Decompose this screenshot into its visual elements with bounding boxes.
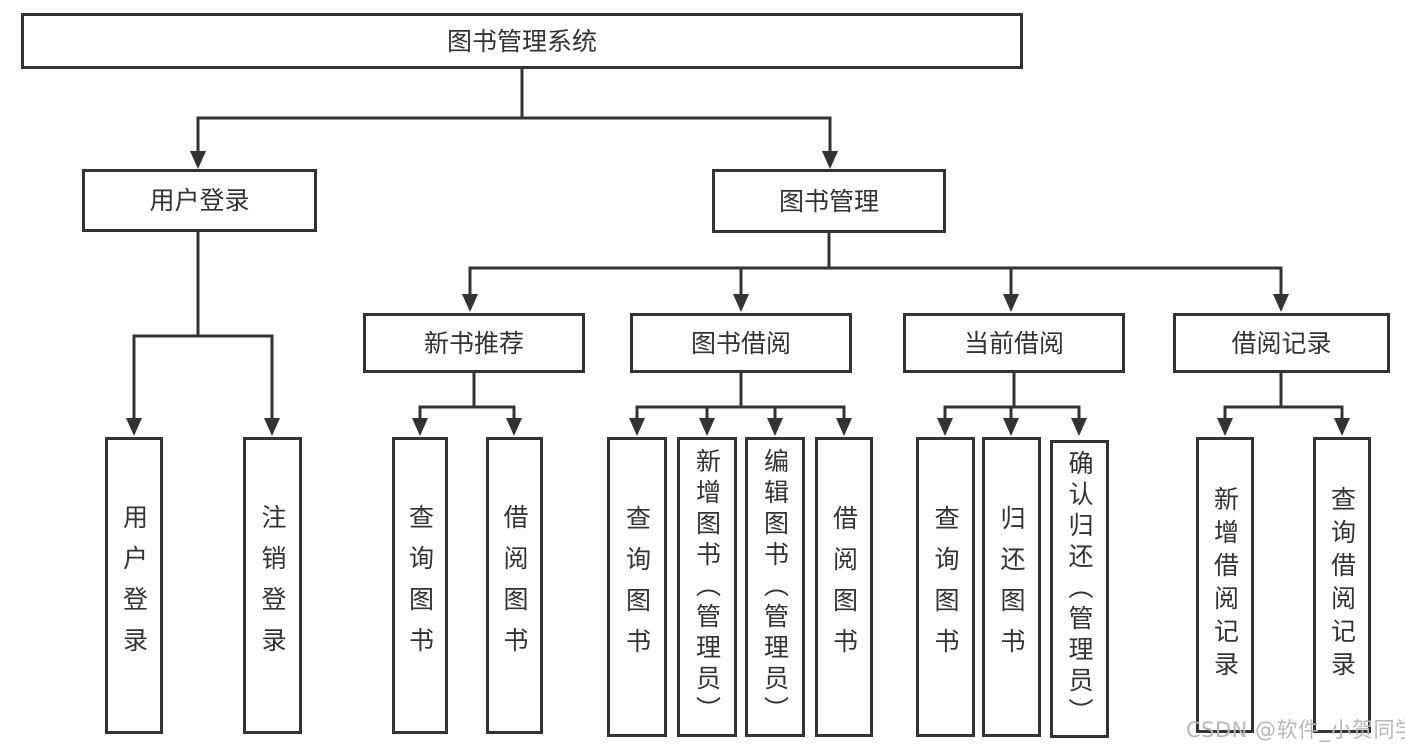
leaf-records-query-record: 查询借阅记录 (1313, 437, 1371, 733)
leaf-label: 查询图书 (622, 505, 652, 669)
arrow-down-icon (412, 418, 428, 436)
node-label: 图书借阅 (690, 328, 791, 358)
leaf-user-login: 用户登录 (105, 437, 163, 734)
leaf-label: 借阅图书 (500, 503, 529, 668)
node-label: 图书管理 (778, 186, 879, 216)
node-label: 新书推荐 (423, 328, 524, 358)
leaf-current-confirm-return-admin: 确认归还（管理员） (1050, 440, 1109, 738)
arrow-down-icon (1334, 418, 1350, 436)
leaf-label: 查询图书 (931, 505, 960, 669)
node-label: 当前借阅 (963, 328, 1064, 358)
leaf-logout-login: 注销登录 (243, 437, 302, 734)
leaf-label: 注销登录 (258, 503, 287, 668)
leaf-label: 新增借阅记录 (1210, 486, 1240, 684)
arrow-down-icon (1071, 418, 1087, 436)
node-borrow-records: 借阅记录 (1173, 313, 1390, 373)
arrow-down-icon (767, 418, 783, 436)
leaf-label: 查询图书 (405, 503, 435, 668)
node-label: 用户登录 (149, 186, 250, 215)
arrow-down-icon (1273, 294, 1289, 312)
leaf-borrow-add-books-admin: 新增图书（管理员） (677, 437, 737, 737)
node-book-management: 图书管理 (712, 169, 946, 233)
arrow-down-icon (699, 418, 715, 436)
leaf-label: 新增图书（管理员） (692, 447, 722, 727)
leaf-current-query-books: 查询图书 (916, 437, 975, 737)
leaf-label: 借阅图书 (829, 505, 859, 669)
node-label: 图书管理系统 (446, 26, 597, 56)
leaf-newbook-query-books: 查询图书 (392, 437, 448, 734)
leaf-borrow-edit-books-admin: 编辑图书（管理员） (745, 437, 805, 737)
arrow-down-icon (629, 418, 645, 436)
node-new-book-recommend: 新书推荐 (363, 313, 585, 373)
arrow-down-icon (822, 151, 838, 169)
arrow-down-icon (937, 418, 953, 436)
arrow-down-icon (1003, 294, 1019, 312)
arrowheads (126, 151, 1350, 436)
arrow-down-icon (126, 418, 142, 436)
arrow-down-icon (506, 418, 522, 436)
arrow-down-icon (462, 294, 478, 312)
node-current-borrow: 当前借阅 (903, 313, 1125, 373)
leaf-borrow-borrow-books: 借阅图书 (815, 437, 873, 737)
arrow-down-icon (733, 294, 749, 312)
arrow-down-icon (1217, 418, 1233, 436)
node-library-management-system: 图书管理系统 (21, 13, 1023, 69)
leaf-label: 用户登录 (119, 503, 149, 668)
leaf-label: 确认归还（管理员） (1065, 449, 1094, 729)
node-label: 借阅记录 (1231, 328, 1332, 358)
leaf-borrow-query-books: 查询图书 (607, 437, 667, 737)
leaf-records-add-record: 新增借阅记录 (1196, 437, 1254, 733)
node-user-login: 用户登录 (82, 169, 317, 232)
arrow-down-icon (1003, 418, 1019, 436)
leaf-label: 归还图书 (997, 505, 1026, 669)
leaf-label: 查询借阅记录 (1327, 486, 1357, 684)
csdn-watermark: CSDN @软件_小贺同学 (1186, 718, 1405, 742)
leaf-newbook-borrow-books: 借阅图书 (486, 437, 543, 734)
node-book-borrow: 图书借阅 (630, 313, 852, 373)
arrow-down-icon (190, 151, 206, 169)
arrow-down-icon (836, 418, 852, 436)
leaf-label: 编辑图书（管理员） (760, 447, 790, 727)
arrow-down-icon (264, 418, 280, 436)
leaf-current-return-books: 归还图书 (982, 437, 1041, 737)
